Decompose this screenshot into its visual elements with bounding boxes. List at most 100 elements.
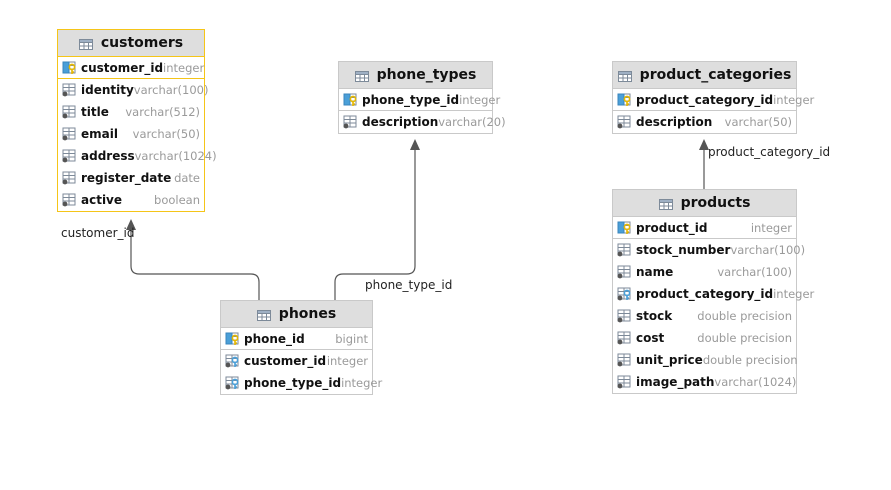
column-icon: [617, 243, 632, 257]
column-type: varchar(1024): [714, 375, 797, 389]
column-name: phone_type_id: [362, 92, 460, 107]
column-name: product_category_id: [636, 287, 774, 301]
relation-line-customer-id[interactable]: [130, 230, 260, 300]
column-row-description[interactable]: description varchar(50): [613, 111, 796, 133]
column-name: title: [81, 105, 109, 119]
column-name: name: [636, 265, 674, 279]
column-name: active: [81, 193, 123, 207]
column-name: product_category_id: [636, 92, 774, 107]
column-type: double precision: [697, 309, 792, 323]
column-name: description: [636, 115, 713, 129]
column-name: stock: [636, 309, 673, 323]
column-type: integer: [750, 220, 792, 235]
column-type: varchar(20): [438, 115, 506, 129]
table-icon: [617, 70, 632, 82]
relation-label-product-category-id: product_category_id: [708, 145, 831, 159]
arrowhead-product-category-id: [699, 139, 709, 150]
column-icon: [62, 105, 77, 119]
column-icon: [617, 353, 632, 367]
column-name: description: [362, 115, 439, 129]
primary-key-icon: [617, 221, 632, 235]
primary-key-icon: [225, 332, 240, 346]
table-icon: [256, 309, 271, 321]
column-type: varchar(100): [717, 265, 792, 279]
column-type: varchar(1024): [134, 149, 217, 163]
column-type: integer: [773, 92, 815, 107]
column-row-product-id[interactable]: product_id integer: [613, 217, 796, 239]
column-type: varchar(50): [724, 115, 792, 129]
column-icon: [62, 171, 77, 185]
column-row-name[interactable]: name varchar(100): [613, 261, 796, 283]
table-header-customers[interactable]: customers: [58, 30, 204, 57]
table-header-product-categories[interactable]: product_categories: [613, 62, 796, 89]
table-icon: [78, 38, 93, 50]
primary-key-icon: [343, 93, 358, 107]
column-name: cost: [636, 331, 665, 345]
column-row-title[interactable]: title varchar(512): [58, 101, 204, 123]
relation-label-phone-type-id: phone_type_id: [365, 278, 453, 292]
foreign-key-icon: [225, 354, 240, 368]
table-name: phones: [278, 306, 337, 322]
arrowhead-customer-id: [126, 219, 136, 230]
column-icon: [617, 375, 632, 389]
relation-line-phone-type-id[interactable]: [334, 150, 416, 300]
column-type: double precision: [702, 353, 798, 367]
column-name: identity: [81, 83, 134, 97]
column-type: double precision: [697, 331, 792, 345]
column-row-stock[interactable]: stock double precision: [613, 305, 796, 327]
table-header-phones[interactable]: phones: [221, 301, 372, 328]
table-header-phone-types[interactable]: phone_types: [339, 62, 492, 89]
column-icon: [617, 265, 632, 279]
column-name: address: [81, 149, 135, 163]
relation-label-customer-id: customer_id: [61, 226, 135, 240]
column-icon: [617, 331, 632, 345]
table-icon: [658, 198, 673, 210]
table-name: product_categories: [639, 67, 792, 83]
arrowhead-phone-type-id: [410, 139, 420, 150]
column-name: product_id: [636, 220, 708, 235]
column-type: varchar(50): [132, 127, 200, 141]
column-icon: [617, 309, 632, 323]
column-row-email[interactable]: email varchar(50): [58, 123, 204, 145]
column-icon: [62, 83, 77, 97]
column-row-phone-id[interactable]: phone_id bigint: [221, 328, 372, 350]
column-icon: [62, 149, 77, 163]
column-icon: [617, 115, 632, 129]
column-name: phone_id: [244, 331, 305, 346]
column-type: bigint: [335, 331, 368, 346]
column-name: email: [81, 127, 118, 141]
column-type: varchar(512): [125, 105, 200, 119]
table-name: phone_types: [376, 67, 477, 83]
column-type: integer: [163, 60, 205, 75]
column-row-cost[interactable]: cost double precision: [613, 327, 796, 349]
foreign-key-icon: [617, 287, 632, 301]
column-name: unit_price: [636, 353, 703, 367]
column-icon: [62, 127, 77, 141]
column-type: varchar(100): [730, 243, 806, 257]
table-header-products[interactable]: products: [613, 190, 796, 217]
column-type: date: [174, 171, 200, 185]
column-name: stock_number: [636, 243, 731, 257]
column-name: phone_type_id: [244, 376, 342, 390]
column-name: register_date: [81, 171, 172, 185]
